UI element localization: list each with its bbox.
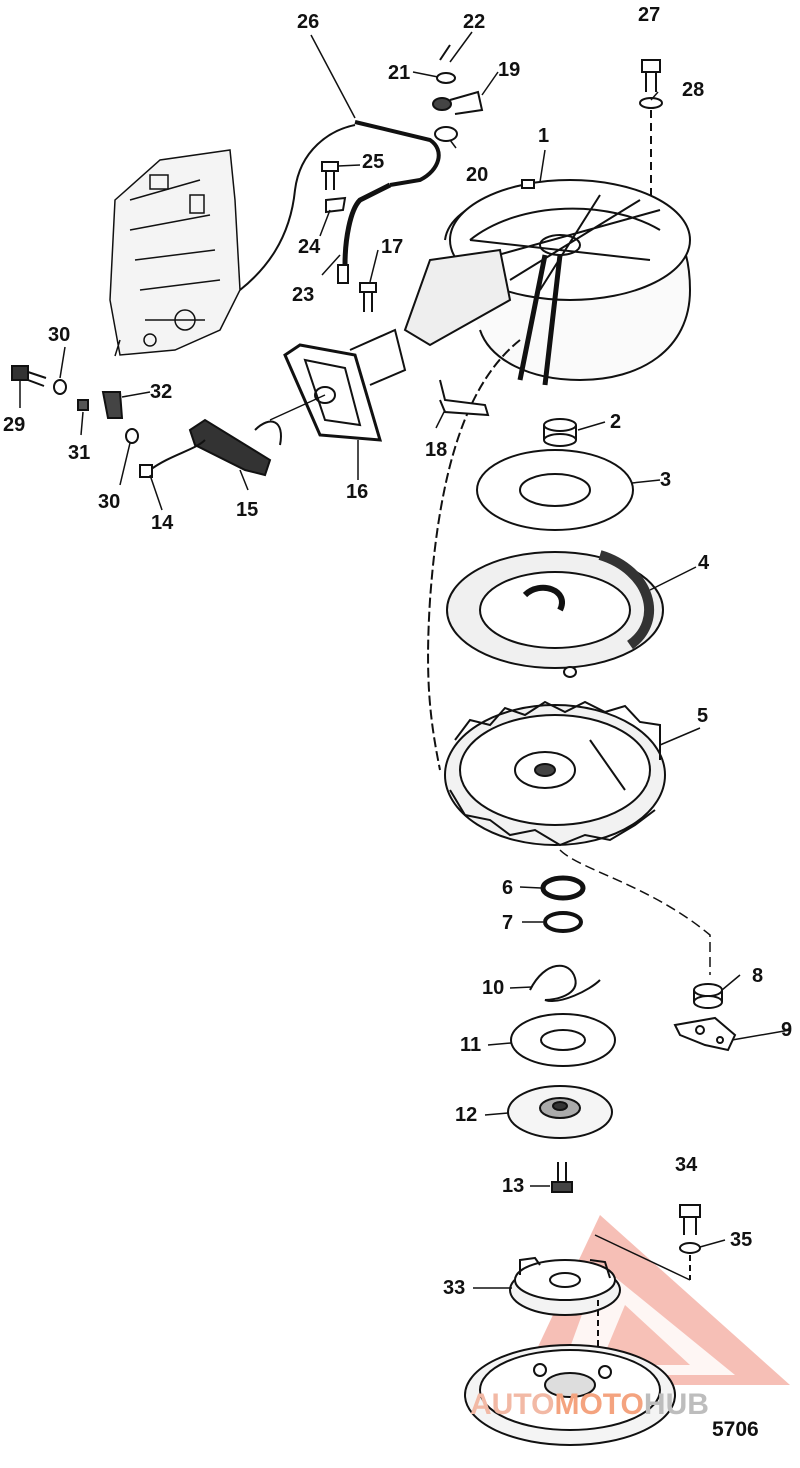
- label-19: 19: [498, 59, 521, 81]
- label-35: 35: [730, 1229, 753, 1251]
- washer-21: [436, 72, 456, 84]
- bolt-13: [551, 1162, 573, 1193]
- leader-lines: [19, 31, 791, 1289]
- pawl-9: [673, 1016, 737, 1052]
- rope-guide-16: [283, 328, 407, 442]
- lanyard-14: [139, 439, 206, 478]
- label-1: 1: [538, 125, 550, 147]
- rope-pulley-5: [444, 700, 666, 847]
- label-33: 33: [443, 1277, 466, 1299]
- starter-handle-15: [188, 418, 282, 477]
- label-4: 4: [698, 552, 710, 574]
- washer-30-lower: [125, 428, 139, 444]
- washer-28: [639, 97, 663, 109]
- label-23: 23: [292, 284, 315, 306]
- label-16: 16: [346, 481, 369, 503]
- bushing-8: [693, 983, 723, 1009]
- label-25: 25: [362, 151, 385, 173]
- pin-22: [439, 44, 451, 61]
- label-32: 32: [150, 381, 173, 403]
- label-6: 6: [502, 877, 514, 899]
- watermark-part2: MOTO: [554, 1388, 644, 1421]
- washer-7: [543, 911, 583, 933]
- bracket-19: [432, 90, 484, 115]
- leader-33: [594, 1234, 691, 1281]
- label-22: 22: [463, 11, 486, 33]
- label-27: 27: [638, 4, 661, 26]
- label-7: 7: [502, 912, 514, 934]
- label-34: 34: [675, 1154, 698, 1176]
- label-13: 13: [502, 1175, 525, 1197]
- label-21: 21: [388, 62, 411, 84]
- retainer-12: [507, 1085, 613, 1139]
- screw-17: [359, 282, 377, 312]
- ring-20: [434, 126, 458, 142]
- rope-path: [427, 339, 521, 771]
- bracket-plate: [109, 149, 241, 357]
- bolt-34: [679, 1204, 701, 1235]
- screw-25: [321, 161, 339, 190]
- label-15: 15: [236, 499, 259, 521]
- label-20: 20: [466, 164, 489, 186]
- switch-32: [101, 391, 124, 419]
- label-31: 31: [68, 442, 91, 464]
- starter-rope: [269, 394, 326, 421]
- label-28: 28: [682, 79, 705, 101]
- recoil-housing: [403, 179, 692, 386]
- nut-31: [77, 399, 89, 411]
- leader-8: [559, 849, 711, 975]
- clip-24: [325, 196, 347, 214]
- bushing-2: [543, 418, 577, 447]
- spring-clip-10: [529, 964, 601, 1002]
- screw-27: [641, 59, 661, 92]
- shift-cable: [239, 120, 441, 291]
- spring-plate-3: [476, 449, 634, 531]
- washer-35: [679, 1242, 701, 1254]
- label-11: 11: [460, 1034, 482, 1056]
- washer-6: [540, 875, 586, 901]
- label-26: 26: [297, 11, 320, 33]
- watermark-part3: HUB: [643, 1388, 709, 1421]
- label-18: 18: [425, 439, 448, 461]
- starter-cup-33: [509, 1256, 621, 1316]
- friction-plate-11: [510, 1013, 616, 1067]
- watermark-text: AUTOMOTOHUB: [470, 1388, 709, 1422]
- bolt-29: [11, 365, 47, 387]
- label-2: 2: [610, 411, 622, 433]
- washer-30-upper: [53, 379, 67, 395]
- label-24: 24: [298, 236, 321, 258]
- flywheel: [464, 1344, 676, 1446]
- label-14: 14: [151, 512, 174, 534]
- label-3: 3: [660, 469, 672, 491]
- recoil-spring-4: [446, 550, 664, 678]
- watermark-part1: AUTO: [470, 1388, 555, 1421]
- label-5: 5: [697, 705, 709, 727]
- label-30-upper: 30: [48, 324, 71, 346]
- label-17: 17: [381, 236, 404, 258]
- label-29: 29: [3, 414, 26, 436]
- label-30-lower: 30: [98, 491, 121, 513]
- diagram-code: 5706: [712, 1418, 759, 1441]
- label-12: 12: [455, 1104, 478, 1126]
- label-8: 8: [752, 965, 764, 987]
- label-10: 10: [482, 977, 505, 999]
- label-9: 9: [781, 1019, 793, 1041]
